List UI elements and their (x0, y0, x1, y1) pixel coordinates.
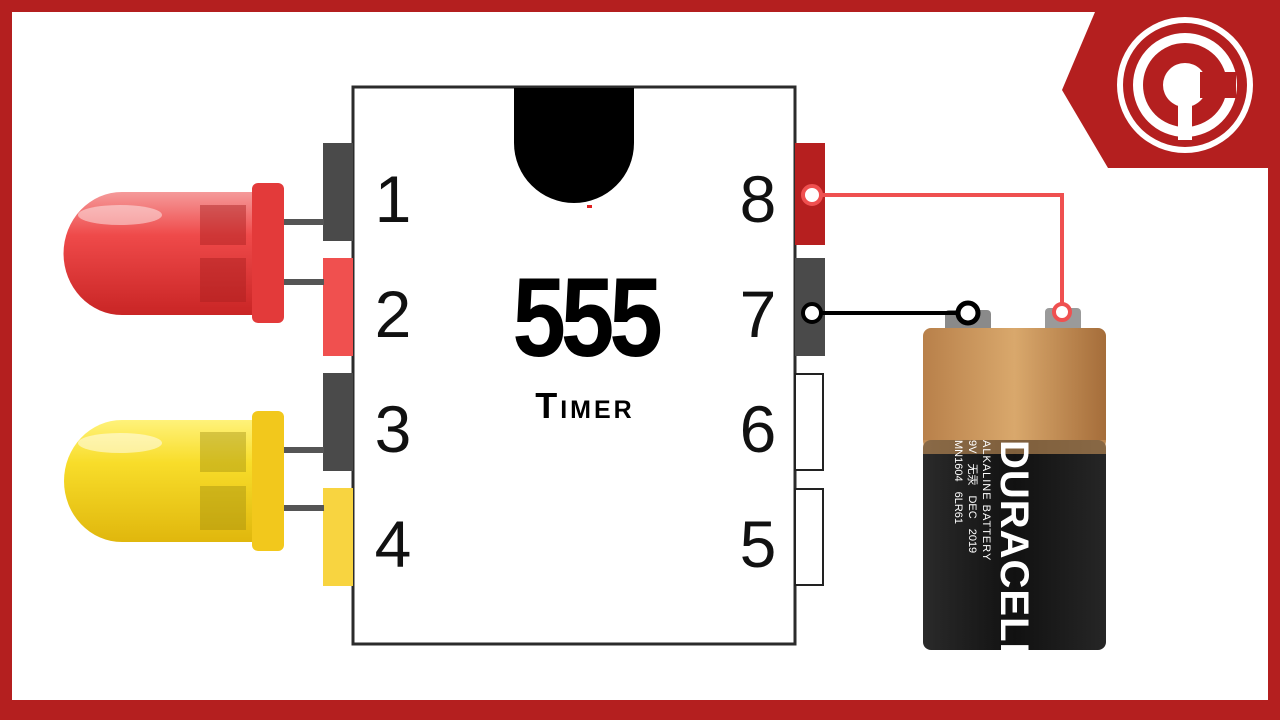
pin-4 (323, 488, 353, 586)
battery-code2: 6LR61 (952, 491, 964, 524)
pin-label-2: 2 (374, 277, 412, 351)
yellow-led (64, 411, 324, 551)
chip-subtitle: Timer (535, 385, 635, 426)
pin-2 (323, 258, 353, 356)
pin-3 (323, 373, 353, 471)
battery-month: DEC (966, 495, 978, 519)
battery-voltage: 9V (966, 440, 978, 454)
pin-6 (794, 373, 824, 471)
pin-1 (323, 143, 353, 241)
battery-info-row: 9V 无汞 DEC 2019 (965, 440, 979, 640)
battery-code-row: MN1604 6LR61 (951, 440, 965, 640)
battery-brand: DURACELL (992, 440, 1036, 668)
battery-top-copper (923, 328, 1106, 448)
battery-label: DURACELL ALKALINE BATTERY 9V 无汞 DEC 2019… (951, 440, 1036, 668)
battery-body-black (923, 440, 1106, 650)
chip-notch (514, 88, 634, 203)
wire-red (812, 193, 1064, 312)
battery (923, 308, 1106, 650)
wire-black-dot-battery (955, 300, 981, 326)
pin-label-8: 8 (739, 162, 777, 236)
pin-label-5: 5 (739, 507, 777, 581)
wire-red-dot-battery (1052, 302, 1072, 322)
battery-chars: 无汞 (966, 463, 978, 486)
notch-mark (587, 205, 592, 208)
battery-kind: ALKALINE BATTERY (980, 440, 992, 562)
pin-label-4: 4 (374, 507, 412, 581)
red-led (63, 183, 324, 323)
chip-title: 555 (512, 255, 662, 380)
battery-year: 2019 (966, 528, 978, 554)
pin-5 (794, 488, 824, 586)
pin-label-6: 6 (739, 392, 777, 466)
wire-red-dot-pin8 (801, 184, 823, 206)
pin-label-3: 3 (374, 392, 412, 466)
c-circle-logo-icon (1117, 17, 1253, 153)
battery-code1: MN1604 (952, 440, 964, 482)
pin-label-7: 7 (739, 277, 777, 351)
pin-label-1: 1 (374, 162, 412, 236)
wire-black-dot-pin7 (801, 302, 823, 324)
